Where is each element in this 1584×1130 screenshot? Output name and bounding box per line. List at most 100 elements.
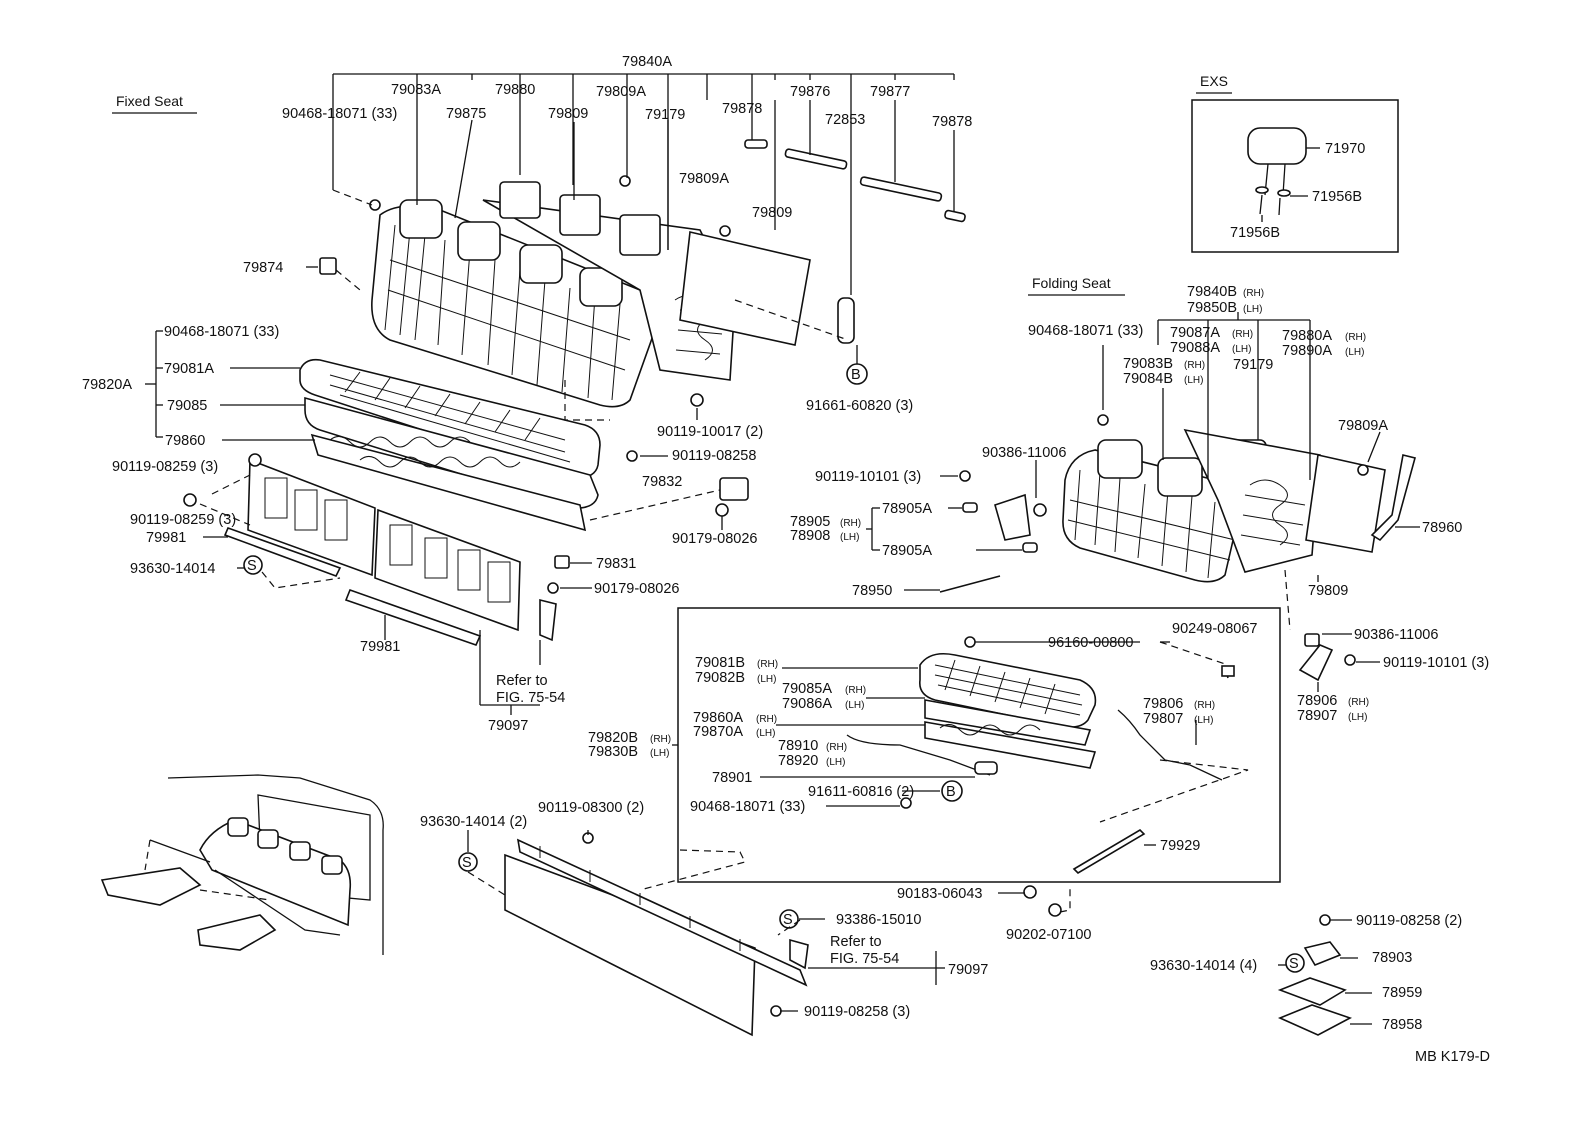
part-label-91611: 91611-60816 (2): [808, 784, 914, 800]
part-label-78908-lh: (LH): [840, 532, 859, 543]
part-label-78905A-b: 78905A: [882, 543, 932, 559]
folding-seat-lower-panel-drawing: [504, 832, 1062, 1037]
refer-text-b-line2: FIG. 75-54: [830, 951, 899, 967]
part-label-79860A: 79860A: [693, 710, 743, 726]
part-label-79179-top: 79179: [645, 107, 685, 123]
part-label-78908: 78908: [790, 528, 830, 544]
part-label-90119-08300: 90119-08300 (2): [538, 800, 644, 816]
part-label-79085A-rh: (RH): [845, 685, 866, 696]
part-label-90468-left: 90468-18071 (33): [164, 324, 279, 340]
part-label-79840A: 79840A: [622, 54, 672, 70]
part-label-79087A-rh: (RH): [1232, 329, 1253, 340]
part-label-90468-lower: 90468-18071 (33): [690, 799, 805, 815]
refer-text-a-line2: FIG. 75-54: [496, 690, 565, 706]
part-label-78958: 78958: [1382, 1017, 1422, 1033]
part-label-79086A: 79086A: [782, 696, 832, 712]
part-label-79850B: 79850B: [1187, 300, 1237, 316]
part-label-90119-08259-b: 90119-08259 (3): [130, 512, 236, 528]
part-label-79880A-rh: (RH): [1345, 332, 1366, 343]
part-label-78959: 78959: [1382, 985, 1422, 1001]
part-label-79890A: 79890A: [1282, 343, 1332, 359]
part-label-93630-a: 93630-14014: [130, 561, 215, 577]
part-label-79878-a: 79878: [722, 101, 762, 117]
part-label-79084B: 79084B: [1123, 371, 1173, 387]
part-label-91661-60820: 91661-60820 (3): [806, 398, 913, 414]
part-label-90249: 90249-08067: [1172, 621, 1257, 637]
b-symbol-a: B: [851, 367, 861, 383]
part-label-90468-right: 90468-18071 (33): [1028, 323, 1143, 339]
part-label-78901: 78901: [712, 770, 752, 786]
part-label-79830B-lh: (LH): [650, 748, 669, 759]
part-label-79083A: 79083A: [391, 82, 441, 98]
part-label-78950: 78950: [852, 583, 892, 599]
part-label-90468-top: 90468-18071 (33): [282, 106, 397, 122]
part-label-78906: 78906: [1297, 693, 1337, 709]
part-label-79085A: 79085A: [782, 681, 832, 697]
part-label-90119-08258-c: 90119-08258 (2): [1356, 913, 1462, 929]
part-label-79807: 79807: [1143, 711, 1183, 727]
part-label-79878-b: 79878: [932, 114, 972, 130]
part-label-79081B: 79081B: [695, 655, 745, 671]
part-label-79806: 79806: [1143, 696, 1183, 712]
part-label-90119-10017: 90119-10017 (2): [657, 424, 763, 440]
part-label-78906-rh: (RH): [1348, 697, 1369, 708]
part-label-90119-08258-a: 90119-08258: [672, 448, 756, 464]
part-label-79097-b: 79097: [948, 962, 988, 978]
part-label-79860A-rh: (RH): [756, 714, 777, 725]
part-label-79860: 79860: [165, 433, 205, 449]
s-symbol-d: S: [1289, 956, 1299, 972]
part-label-79809-mid: 79809: [752, 205, 792, 221]
part-label-90119-10101-b: 90119-10101 (3): [1383, 655, 1489, 671]
part-label-79809-right: 79809: [1308, 583, 1348, 599]
part-label-79082B-lh: (LH): [757, 674, 776, 685]
part-label-78920-lh: (LH): [826, 757, 845, 768]
exs-headrest-drawing: [1247, 127, 1307, 216]
exs-heading: EXS: [1200, 73, 1228, 89]
part-label-79081B-rh: (RH): [757, 659, 778, 670]
leader-lines: [145, 73, 1420, 1025]
part-label-93630-b: 93630-14014 (2): [420, 814, 527, 830]
part-label-79097-a: 79097: [488, 718, 528, 734]
vehicle-seat-sketch: [100, 774, 384, 955]
part-label-79179-right: 79179: [1233, 357, 1273, 373]
part-label-79806-rh: (RH): [1194, 700, 1215, 711]
part-label-78910: 78910: [778, 738, 818, 754]
part-label-79870A: 79870A: [693, 724, 743, 740]
part-label-78910-rh: (RH): [826, 742, 847, 753]
part-label-78903: 78903: [1372, 950, 1412, 966]
part-label-78905A-a: 78905A: [882, 501, 932, 517]
part-label-78905: 78905: [790, 514, 830, 530]
part-label-79831: 79831: [596, 556, 636, 572]
part-label-90179-08026-b: 90179-08026: [594, 581, 679, 597]
part-label-79085: 79085: [167, 398, 207, 414]
part-label-79880A: 79880A: [1282, 328, 1332, 344]
fixed-seat-lower-panel-drawing: [183, 393, 749, 646]
b-callout-symbols: B B: [846, 363, 963, 802]
part-label-79981-b: 79981: [360, 639, 400, 655]
part-label-78907-lh: (LH): [1348, 712, 1367, 723]
part-label-79832: 79832: [642, 474, 682, 490]
part-label-90119-10101-a: 90119-10101 (3): [815, 469, 921, 485]
part-label-79809A-right: 79809A: [1338, 418, 1388, 434]
part-label-79081A: 79081A: [164, 361, 214, 377]
part-label-79875: 79875: [446, 106, 486, 122]
part-label-79890A-lh: (LH): [1345, 347, 1364, 358]
fixed-seat-heading: Fixed Seat: [116, 93, 183, 109]
part-label-79820A: 79820A: [82, 377, 132, 393]
part-label-79809-top: 79809: [548, 106, 588, 122]
part-label-78920: 78920: [778, 753, 818, 769]
part-label-90183: 90183-06043: [897, 886, 982, 902]
part-label-79840B: 79840B: [1187, 284, 1237, 300]
part-label-79084B-lh: (LH): [1184, 375, 1203, 386]
part-label-90386-a: 90386-11006: [982, 445, 1066, 461]
exs-detail-box: [1191, 99, 1399, 253]
part-label-71956B-a: 71956B: [1312, 189, 1362, 205]
refer-text-a-line1: Refer to: [496, 673, 548, 689]
refer-text-b-line1: Refer to: [830, 934, 882, 950]
part-label-78907: 78907: [1297, 708, 1337, 724]
part-label-79086A-lh: (LH): [845, 700, 864, 711]
part-label-79840B-rh: (RH): [1243, 288, 1264, 299]
part-label-96160: 96160-00800: [1048, 635, 1133, 651]
